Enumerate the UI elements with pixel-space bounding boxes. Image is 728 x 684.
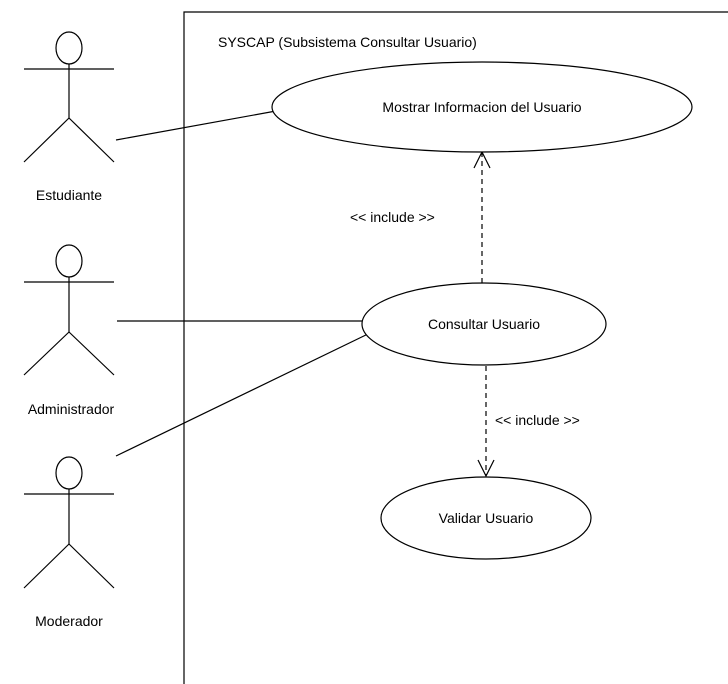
use-case-label: Mostrar Informacion del Usuario [382, 99, 581, 115]
use-case-ellipse [361, 282, 607, 366]
actor-administrador[interactable]: Administrador [23, 244, 115, 417]
actor-head-icon [55, 31, 83, 65]
association-estudiante-mostrar [115, 110, 277, 141]
use-case-ellipse [380, 476, 592, 560]
include-arrowhead-icon [477, 459, 495, 478]
system-boundary [183, 11, 728, 684]
actor-moderador[interactable]: Moderador [23, 456, 115, 629]
use-case-mostrar[interactable]: Mostrar Informacion del Usuario [271, 61, 693, 153]
actor-left-leg [23, 543, 70, 589]
use-case-consultar[interactable]: Consultar Usuario [361, 282, 607, 366]
use-case-validar[interactable]: Validar Usuario [380, 476, 592, 560]
actor-left-leg [23, 331, 70, 376]
actor-right-leg [68, 117, 115, 163]
use-case-label: Consultar Usuario [428, 316, 540, 332]
actor-label: Administrador [28, 401, 115, 417]
include-label-mostrar: << include >> [350, 209, 435, 225]
actor-label: Estudiante [36, 187, 102, 203]
actor-label: Moderador [35, 613, 103, 629]
use-case-label: Validar Usuario [439, 510, 534, 526]
system-title: SYSCAP (Subsistema Consultar Usuario) [218, 34, 477, 50]
use-case-ellipse [271, 61, 693, 153]
actor-right-leg [68, 543, 115, 589]
association-moderador-consultar [115, 332, 371, 457]
actor-right-leg [68, 331, 115, 376]
actor-head-icon [55, 244, 83, 278]
actor-estudiante[interactable]: Estudiante [23, 31, 115, 203]
actor-left-leg [23, 117, 70, 163]
actor-head-icon [55, 456, 83, 490]
include-label-validar: << include >> [495, 412, 580, 428]
